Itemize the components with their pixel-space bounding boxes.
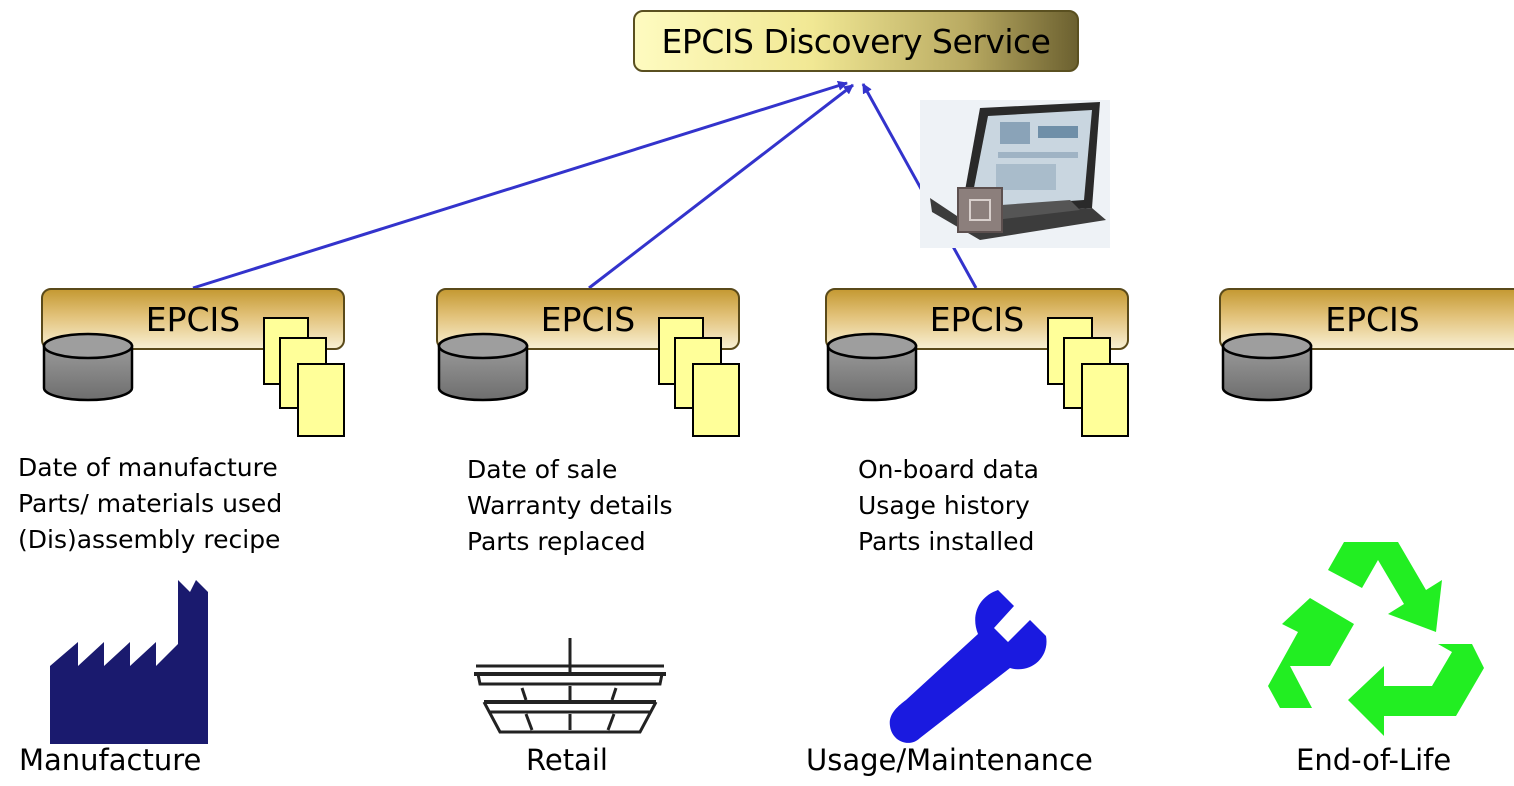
epcis-discovery-service-box: EPCIS Discovery Service xyxy=(633,10,1079,72)
usage-info-list: On-board data Usage history Parts instal… xyxy=(858,452,1039,560)
list-item: Parts installed xyxy=(858,527,1035,556)
wrench-icon xyxy=(889,590,1047,743)
epcis-label: EPCIS xyxy=(929,299,1025,339)
list-item: On-board data xyxy=(858,455,1039,484)
database-icon xyxy=(42,332,134,402)
stage-label-manufacture: Manufacture xyxy=(19,743,202,777)
list-item: (Dis)assembly recipe xyxy=(18,525,281,554)
arrow-usage-to-discovery xyxy=(861,83,978,289)
list-item: Parts/ materials used xyxy=(18,489,283,518)
stage-label-retail: Retail xyxy=(526,743,608,777)
documents-icon xyxy=(658,317,740,437)
basket-icon xyxy=(474,638,666,734)
documents-icon xyxy=(1047,317,1129,437)
epcis-label: EPCIS xyxy=(540,299,636,339)
epcis-node-end-of-life: EPCIS xyxy=(1219,288,1514,350)
discovery-service-label: EPCIS Discovery Service xyxy=(661,21,1051,61)
stage-label-end-of-life: End-of-Life xyxy=(1296,743,1452,777)
database-icon xyxy=(826,332,918,402)
epcis-label: EPCIS xyxy=(145,299,241,339)
list-item: Parts replaced xyxy=(467,527,646,556)
epcis-label: EPCIS xyxy=(1325,299,1420,339)
list-item: Date of sale xyxy=(467,455,618,484)
retail-info-list: Date of sale Warranty details Parts repl… xyxy=(467,452,673,560)
factory-icon xyxy=(50,580,208,744)
arrow-manufacture-to-discovery xyxy=(192,80,848,290)
list-item: Usage history xyxy=(858,491,1030,520)
list-item: Warranty details xyxy=(467,491,673,520)
laptop-icon xyxy=(920,100,1110,248)
manufacture-info-list: Date of manufacture Parts/ materials use… xyxy=(18,450,282,558)
documents-icon xyxy=(263,317,345,437)
stage-label-usage-maintenance: Usage/Maintenance xyxy=(806,743,1093,777)
list-item: Date of manufacture xyxy=(18,453,278,482)
database-icon xyxy=(1221,332,1313,402)
arrow-retail-to-discovery xyxy=(588,83,854,290)
recycle-icon xyxy=(1268,542,1484,736)
database-icon xyxy=(437,332,529,402)
